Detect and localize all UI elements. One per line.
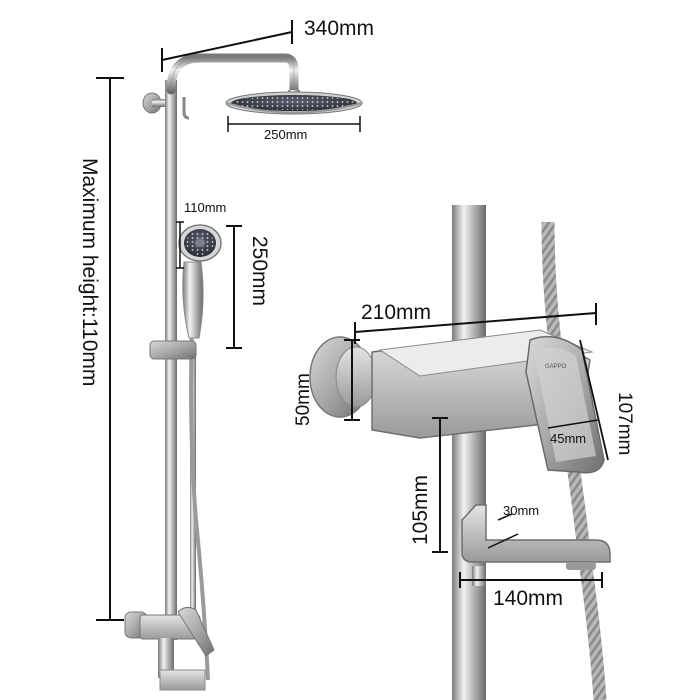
label-hand-shower-width: 110mm	[184, 200, 227, 215]
shower-arm	[166, 53, 299, 97]
label-spout-thickness: 30mm	[503, 503, 540, 518]
label-mixer-height: 50mm	[293, 373, 314, 426]
dim-line-mixer-width	[354, 312, 597, 333]
label-max-height: Maximum height:110mm	[78, 158, 101, 387]
label-rain-head-reach: 340mm	[304, 17, 375, 40]
dim-line-handle-length	[579, 339, 609, 461]
dim-line-reach	[161, 31, 293, 61]
hand-shower	[178, 224, 222, 339]
label-handle-length: 107mm	[614, 392, 635, 456]
hand-shower-slider	[149, 340, 197, 360]
mixer-closeup: GAPPO	[309, 205, 611, 700]
label-spout-drop: 105mm	[409, 474, 432, 545]
riser-pipe	[165, 80, 177, 640]
shower-column	[124, 53, 363, 691]
label-spout-length: 140mm	[493, 587, 564, 610]
dimension-lines-left	[96, 20, 361, 621]
label-hand-shower-length: 250mm	[248, 236, 271, 307]
label-rain-head-diameter: 250mm	[264, 127, 308, 142]
brand-mark: GAPPO	[545, 364, 567, 370]
label-handle-width: 45mm	[550, 431, 587, 446]
hand-shower-hose	[189, 299, 210, 681]
spout	[461, 504, 611, 563]
bracket-arm	[152, 99, 170, 107]
label-mixer-width: 210mm	[361, 301, 432, 324]
closeup-riser	[452, 205, 486, 700]
hook	[182, 97, 190, 120]
rain-shower-head	[225, 90, 363, 115]
dimension-lines-right	[344, 303, 609, 588]
dim-line-handle-width	[547, 419, 599, 429]
bottom-mixer	[124, 606, 215, 691]
dim-line-spout-thickness	[497, 513, 513, 521]
